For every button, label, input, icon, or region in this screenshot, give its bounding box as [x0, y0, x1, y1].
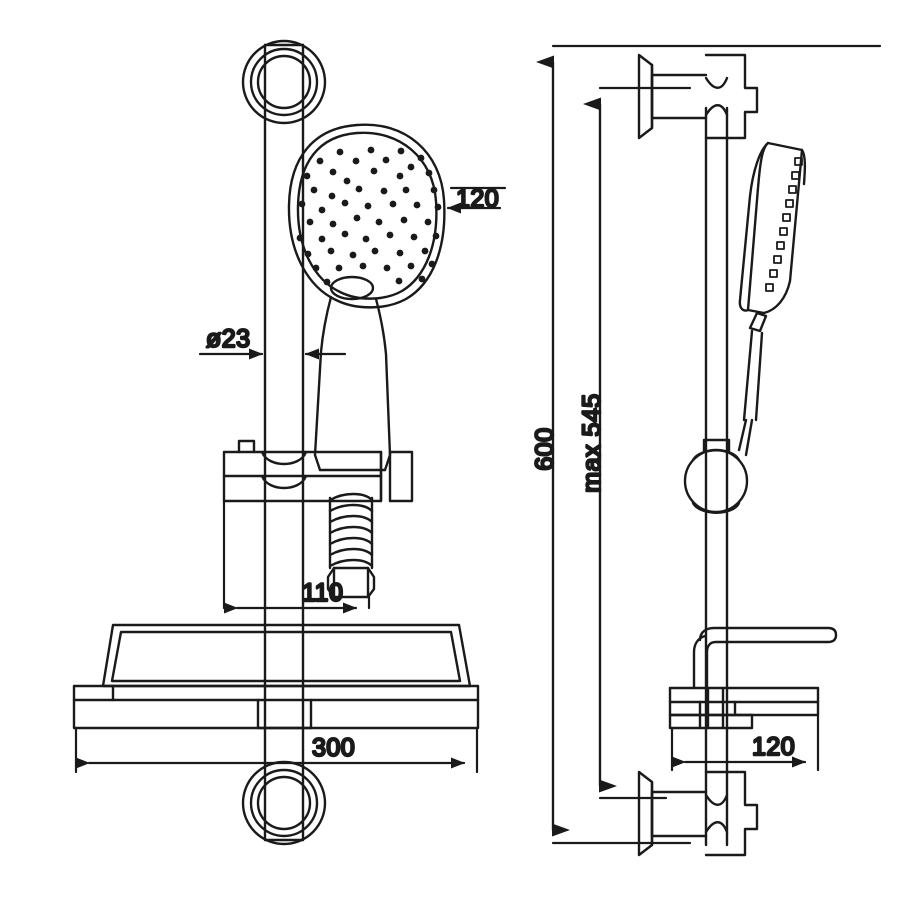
slider-ring	[683, 418, 754, 514]
dim-head-width	[446, 186, 507, 214]
front-view: 120 ø23 110 300	[72, 39, 507, 846]
shower-head-side	[738, 141, 807, 422]
shower-head	[287, 123, 446, 309]
bottom-wall-mount	[241, 760, 327, 846]
dim-shelf-width-label: 300	[312, 734, 355, 762]
bottom-wall-mount-side	[637, 770, 759, 857]
dim-bracket-offset	[222, 499, 371, 614]
shelf-tray	[72, 623, 480, 730]
spray-nozzle-holes	[296, 146, 442, 286]
dim-side-depth-label: 120	[752, 733, 795, 761]
dim-shelf-width	[74, 726, 479, 774]
dim-bracket-offset-label: 110	[302, 579, 343, 607]
shelf-tray-side	[668, 626, 838, 730]
dim-head-width-label: 120	[456, 185, 499, 213]
dim-max-slider-height-label: max 545	[578, 393, 606, 492]
dim-max-slider-height	[583, 86, 692, 800]
dim-side-depth	[670, 713, 820, 772]
slide-rail-side	[704, 106, 729, 847]
top-wall-mount	[241, 39, 327, 125]
handset-handle	[313, 295, 392, 472]
top-wall-mount-side	[637, 53, 759, 140]
dim-total-height-label: 600	[531, 427, 559, 470]
mode-selector-button	[329, 275, 375, 301]
handset-holder-bracket	[222, 439, 414, 503]
side-view: 600 max 545 120	[530, 44, 882, 857]
dim-rail-diameter-label: ø23	[206, 325, 251, 353]
dim-total-height	[536, 44, 882, 845]
